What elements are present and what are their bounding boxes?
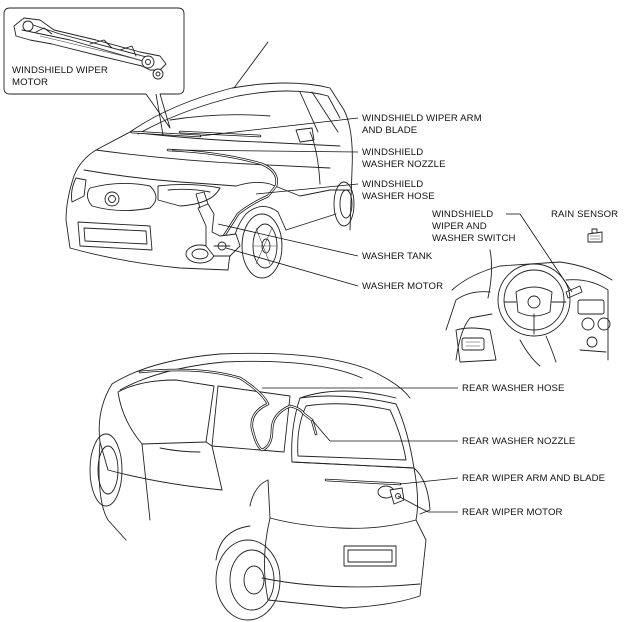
switch-label-line2: WIPER AND (432, 221, 487, 232)
washer-nozzle-label-line2: WASHER NOZZLE (362, 159, 446, 170)
wiper-motor-label-line1: WINDSHIELD WIPER (12, 65, 108, 76)
front-car-drawing (65, 41, 355, 279)
switch-label-line3: WASHER SWITCH (432, 233, 516, 244)
washer-nozzle-label-line1: WINDSHIELD (362, 147, 423, 158)
wiper-arm-label-line1: WINDSHIELD WIPER ARM (362, 113, 482, 124)
rain-sensor-icon (587, 228, 603, 243)
wiper-arm-label-line2: AND BLADE (362, 125, 417, 136)
wiper-motor-inset: WINDSHIELD WIPER MOTOR (3, 7, 185, 129)
labels: WINDSHIELD WIPER ARM AND BLADE WINDSHIEL… (362, 113, 618, 518)
rear-wiper-arm-label: REAR WIPER ARM AND BLADE (462, 473, 605, 484)
leader-lines (155, 93, 573, 513)
dashboard-drawing (445, 249, 613, 367)
washer-hose-label-line1: WINDSHIELD (362, 179, 423, 190)
rear-car-drawing (89, 352, 431, 621)
washer-motor-label: WASHER MOTOR (362, 281, 443, 292)
washer-tank-label: WASHER TANK (362, 251, 433, 262)
washer-hose-label-line2: WASHER HOSE (362, 191, 435, 202)
wiper-linkage-drawing (13, 17, 167, 80)
rear-washer-nozzle-label: REAR WASHER NOZZLE (462, 436, 575, 447)
rain-sensor-label: RAIN SENSOR (551, 209, 618, 220)
rear-washer-hose-label: REAR WASHER HOSE (462, 383, 565, 394)
rear-wiper-motor-label: REAR WIPER MOTOR (462, 507, 563, 518)
switch-label-line1: WINDSHIELD (432, 209, 493, 220)
wiper-motor-label-line2: MOTOR (12, 77, 48, 88)
